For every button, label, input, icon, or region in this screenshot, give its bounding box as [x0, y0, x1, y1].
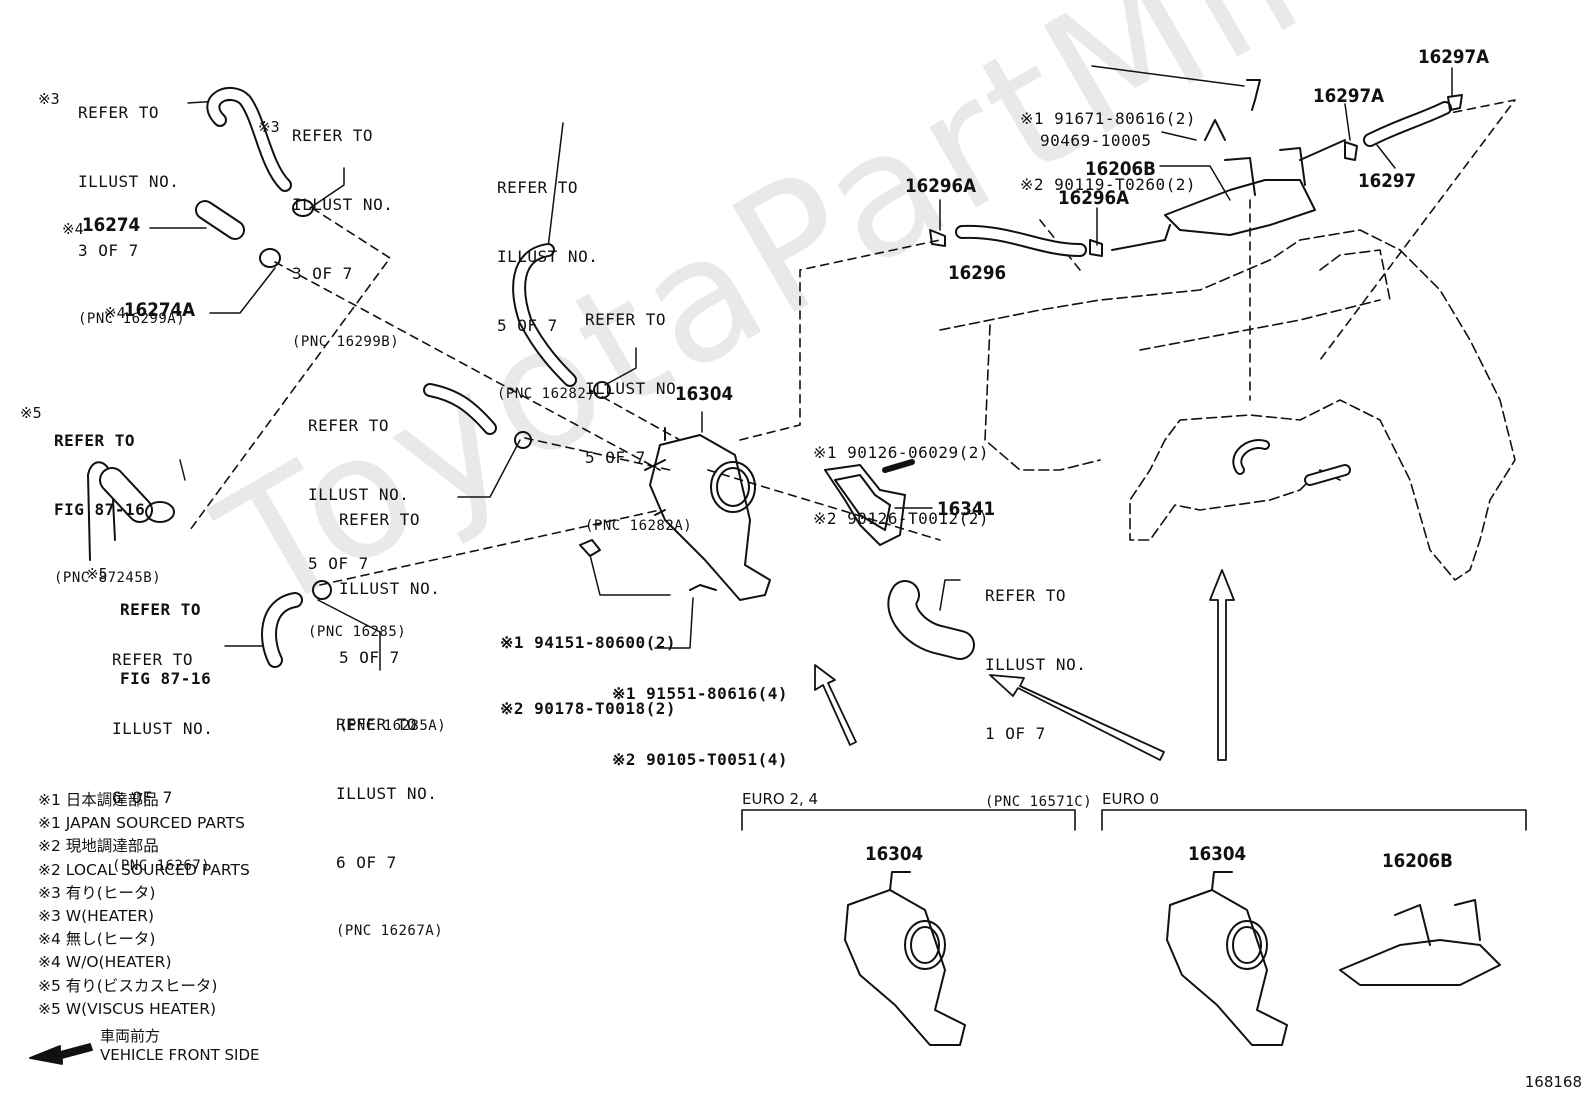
- legend-item: ※3 W(HEATER): [38, 907, 155, 926]
- part-number-16297a: 16297A: [1418, 46, 1490, 68]
- refer-label-16299b: REFER TO ILLUST NO. 3 OF 7 (PNC 16299B): [292, 126, 400, 350]
- part-number-16296a: 16296A: [1058, 187, 1130, 209]
- vehicle-front-jp: 車両前方: [100, 1027, 161, 1045]
- note-mark: ※5: [20, 404, 42, 422]
- refer-label-fig87-16: REFER TO FIG 87-16: [120, 600, 212, 688]
- part-number-16341: 16341: [937, 498, 996, 520]
- refer-label-16282a: REFER TO ILLUST NO. 5 OF 7 (PNC 16282A): [585, 310, 693, 534]
- legend-item: ※2 LOCAL SOURCED PARTS: [38, 860, 250, 879]
- legend-item: ※1 JAPAN SOURCED PARTS: [38, 814, 245, 833]
- refer-label-16267: REFER TO ILLUST NO. 6 OF 7 (PNC 16267): [112, 650, 214, 874]
- fastener-label-top: ※1 91671-80616(2) ※2 90119-T0260(2): [1020, 109, 1197, 194]
- engine-outline: [939, 229, 1516, 581]
- part-number-16274: 16274: [82, 214, 141, 236]
- bracket-euro0: [1339, 899, 1501, 986]
- note-mark: ※4: [104, 304, 126, 322]
- refer-label-16299a: REFER TO ILLUST NO. 3 OF 7 (PNC 16299A): [78, 103, 186, 327]
- legend-item: ※3 有り(ヒータ): [38, 883, 156, 902]
- part-number-16206b: 16206B: [1085, 158, 1156, 180]
- vehicle-front-en: VEHICLE FRONT SIDE: [100, 1046, 260, 1064]
- refer-label-16285a: REFER TO ILLUST NO. 5 OF 7 (PNC 16285A): [339, 510, 447, 734]
- legend-item: ※1 日本調達部品: [38, 791, 159, 809]
- part-number-16296: 16296: [948, 262, 1007, 284]
- part-number-16206b-euro0: 16206B: [1382, 850, 1453, 872]
- note-mark: ※3: [38, 90, 60, 108]
- water-inlet-housing: [644, 427, 771, 601]
- direction-arrows: [29, 569, 1235, 1065]
- legend: ※1 日本調達部品 ※1 JAPAN SOURCED PARTS ※2 現地調達…: [38, 789, 250, 1021]
- fastener-label-stud: ※1 90126-06029(2) ※2 90126-T0012(2): [813, 443, 990, 528]
- note-mark: ※4: [62, 220, 84, 238]
- part-number-16274a: 16274A: [124, 299, 196, 321]
- part-number-16304: 16304: [675, 383, 734, 405]
- figure-number: 168168: [1524, 1073, 1582, 1091]
- note-mark: ※3: [258, 118, 280, 136]
- housing-euro24: [844, 871, 966, 1046]
- fastener-label-90469: 90469-10005: [1040, 131, 1152, 150]
- refer-label-16267a: REFER TO ILLUST NO. 6 OF 7 (PNC 16267A): [336, 715, 444, 939]
- legend-item: ※4 無し(ヒータ): [38, 930, 156, 949]
- part-number-16304-euro24: 16304: [865, 843, 924, 865]
- legend-item: ※5 有り(ビスカスヒータ): [38, 976, 218, 995]
- fastener-label-bolt: ※1 91551-80616(4) ※2 90105-T0051(4): [612, 684, 789, 769]
- refer-label-87245b: REFER TO FIG 87-16 (PNC 87245B): [54, 431, 162, 586]
- legend-item: ※2 現地調達部品: [38, 837, 159, 856]
- part-number-16304-euro0: 16304: [1188, 843, 1247, 865]
- housing-euro0: [1166, 871, 1288, 1046]
- refer-label-16571c: REFER TO ILLUST NO. 1 OF 7 (PNC 16571C): [985, 586, 1093, 810]
- part-number-16296a: 16296A: [905, 175, 977, 197]
- variant-header-euro24: EURO 2, 4: [742, 790, 819, 808]
- part-number-16297a: 16297A: [1313, 85, 1385, 107]
- legend-item: ※5 W(VISCUS HEATER): [38, 999, 217, 1018]
- fastener-label-nut: ※1 94151-80600(2) ※2 90178-T0018(2): [500, 633, 677, 718]
- variant-header-euro0: EURO 0: [1102, 790, 1159, 808]
- refer-label-16282: REFER TO ILLUST NO. 5 OF 7 (PNC 16282): [497, 178, 599, 402]
- bracket-assembly: [1164, 79, 1346, 236]
- note-mark: ※5: [86, 565, 108, 583]
- part-number-16297: 16297: [1358, 170, 1417, 192]
- legend-item: ※4 W/O(HEATER): [38, 953, 172, 972]
- refer-label-16285: REFER TO ILLUST NO. 5 OF 7 (PNC 16285): [308, 416, 410, 640]
